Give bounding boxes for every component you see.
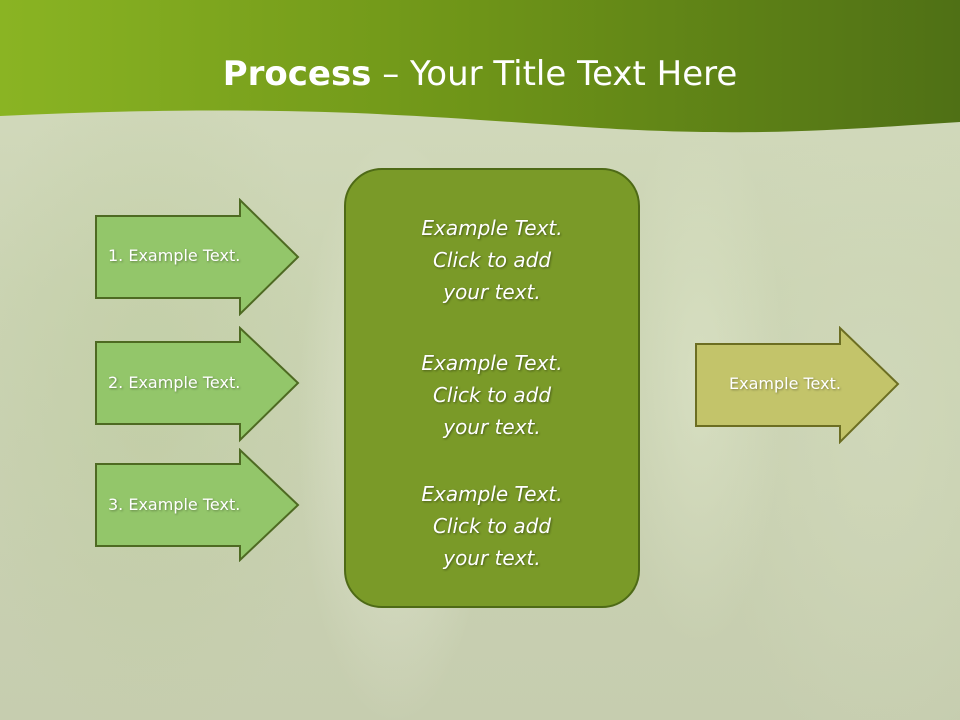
process-item-3[interactable]: Example Text. Click to add your text.	[421, 482, 563, 570]
title-rest-text: – Your Title Text Here	[371, 54, 738, 94]
input-arrow-3-label: 3. Example Text.	[108, 495, 241, 514]
process-item-1[interactable]: Example Text. Click to add your text.	[421, 216, 563, 304]
input-arrow-2-label: 2. Example Text.	[108, 373, 241, 392]
title-bold-text: Process	[222, 54, 372, 94]
output-arrow[interactable]	[694, 326, 900, 444]
process-item-2[interactable]: Example Text. Click to add your text.	[421, 351, 563, 439]
slide-title[interactable]: Process – Your Title Text Here	[0, 50, 960, 98]
header-banner	[0, 0, 960, 133]
input-arrow-1[interactable]	[94, 198, 300, 316]
input-arrow-1-label: 1. Example Text.	[108, 246, 241, 265]
process-box[interactable]	[344, 168, 640, 608]
input-arrow-2[interactable]	[94, 326, 300, 444]
input-arrow-3[interactable]	[94, 448, 300, 562]
output-arrow-label: Example Text.	[729, 374, 841, 393]
